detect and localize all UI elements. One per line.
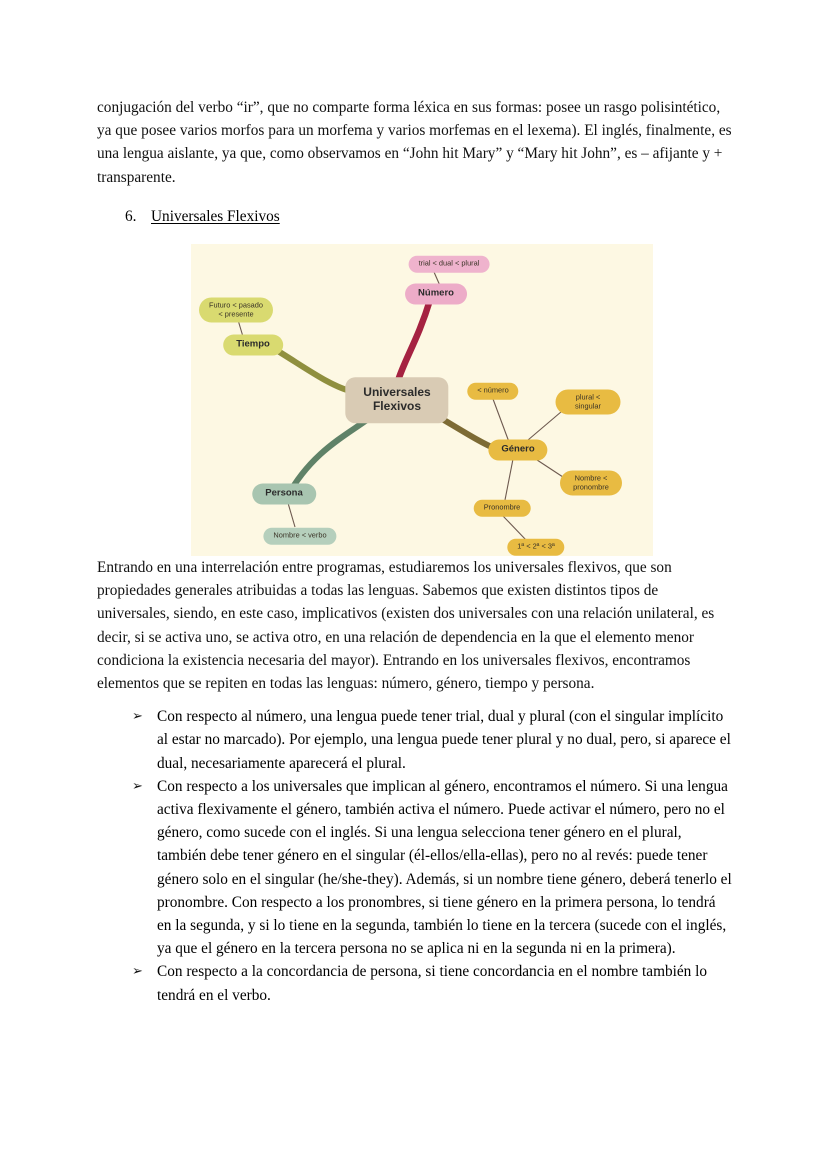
mindmap-node-nombre-verbo: Nombre < verbo (263, 527, 337, 545)
paragraph-intro: conjugación del verbo “ir”, que no compa… (97, 99, 732, 186)
mindmap-node-futuro-pasado-presente: Futuro < pasado < presente (198, 297, 274, 323)
mindmap-node-genero: Género (488, 439, 548, 461)
mindmap-node-trial-dual-plural: trial < dual < plural (408, 255, 490, 273)
arrow-bullet-icon: ➢ (132, 964, 143, 980)
mindmap-node-persona: Persona (252, 483, 316, 505)
mindmap-node-ordinales: 1ª < 2ª < 3ª (507, 538, 565, 556)
mindmap-figure: Universales Flexivos trial < dual < plur… (191, 244, 653, 557)
figure-mindmap-wrap: Universales Flexivos trial < dual < plur… (97, 244, 733, 557)
bullet-list: ➢ Con respecto al número, una lengua pue… (97, 705, 733, 1007)
document-content: conjugación del verbo “ir”, que no compa… (97, 96, 733, 1007)
arrow-bullet-icon: ➢ (132, 709, 143, 725)
mindmap-node-numero: Número (405, 283, 467, 305)
list-item: ➢ Con respecto a los universales que imp… (132, 775, 733, 961)
list-item-text: Con respecto a los universales que impli… (157, 777, 732, 958)
arrow-bullet-icon: ➢ (132, 778, 143, 794)
mindmap-node-nombre-pronombre: Nombre < pronombre (560, 470, 622, 496)
list-item: ➢ Con respecto al número, una lengua pue… (132, 705, 733, 775)
paragraph-universales: Entrando en una interrelación entre prog… (97, 559, 715, 693)
list-item-text: Con respecto a la concordancia de person… (157, 963, 708, 1004)
section-title: Universales Flexivos (151, 207, 280, 225)
mindmap-node-tiempo: Tiempo (223, 334, 283, 356)
list-item: ➢ Con respecto a la concordancia de pers… (132, 960, 733, 1006)
list-item-text: Con respecto al número, una lengua puede… (157, 708, 731, 772)
mindmap-node-plural-singular: plural < singular (555, 389, 621, 415)
mindmap-node-central: Universales Flexivos (345, 377, 449, 423)
section-heading: 6. Universales Flexivos (125, 205, 733, 228)
mindmap-node-menor-numero: < número (467, 382, 519, 400)
mindmap-node-pronombre: Pronombre (473, 499, 531, 517)
section-number: 6. (125, 207, 137, 225)
